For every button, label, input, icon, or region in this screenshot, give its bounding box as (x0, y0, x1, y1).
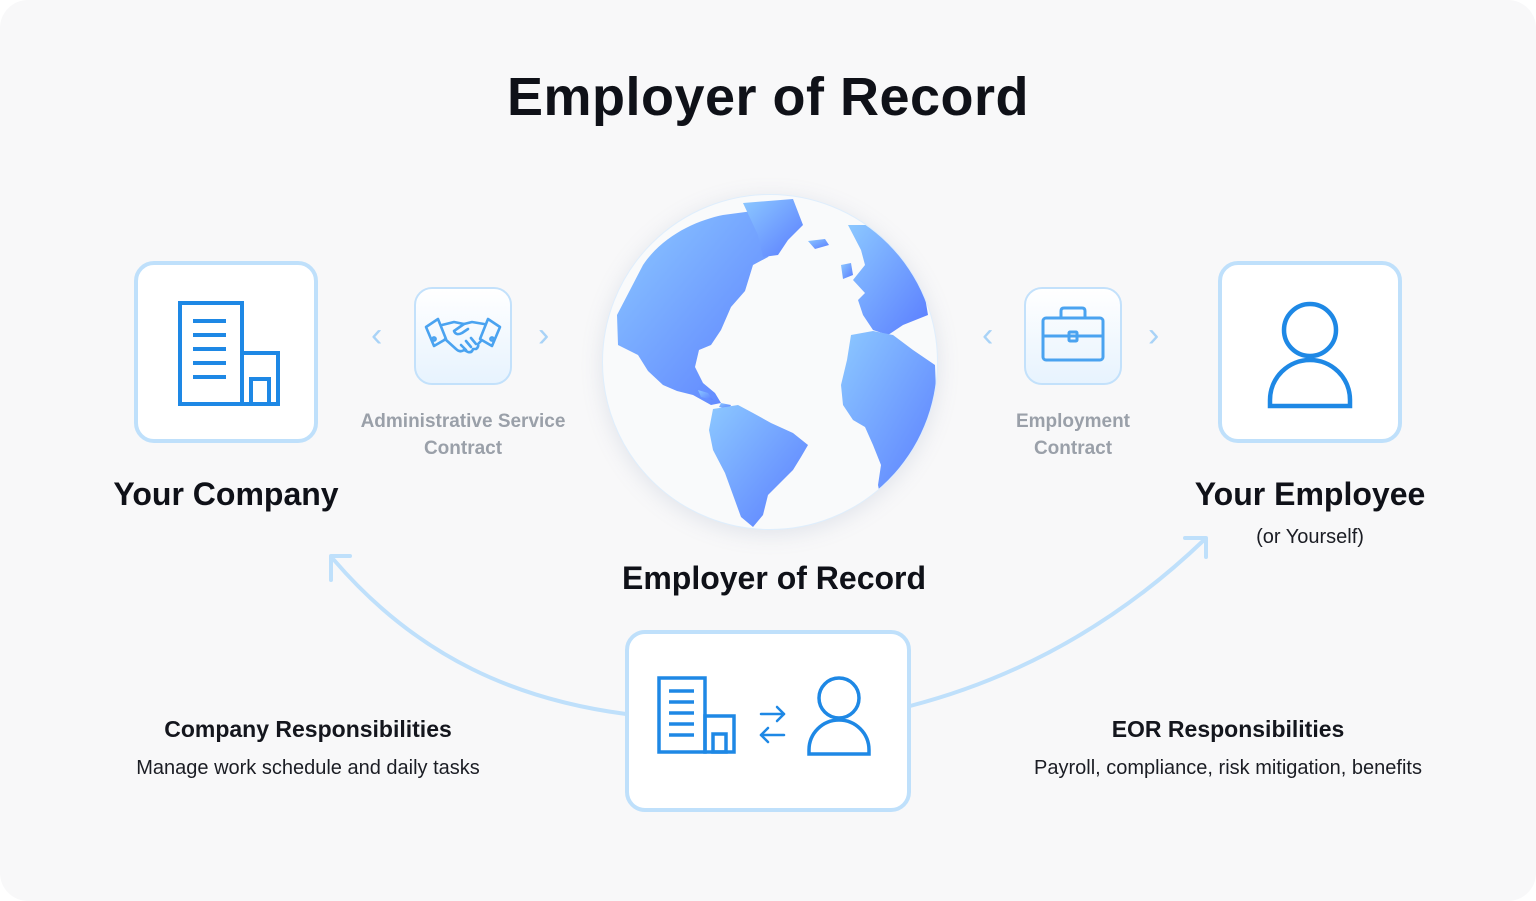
handshake-tile (414, 287, 512, 385)
chevron-left-icon: ‹ (371, 316, 383, 354)
swap-arrows-icon (759, 705, 786, 744)
employee-sublabel: (or Yourself) (1256, 526, 1364, 548)
chevron-left-icon: ‹ (982, 316, 994, 354)
briefcase-tile (1024, 287, 1122, 385)
briefcase-icon (1041, 306, 1105, 362)
chevron-right-icon: › (1148, 316, 1160, 354)
arrow-to-company (329, 554, 628, 716)
chevron-right-icon: › (538, 316, 550, 354)
employment-contract-line1: Employment (1015, 411, 1131, 432)
eor-center-label: Employer of Record (621, 560, 927, 596)
page-title: Employer of Record (506, 67, 1030, 127)
company-employee-exchange (657, 676, 871, 756)
employment-contract-line2: Contract (1033, 438, 1113, 459)
employee-label: Your Employee (1194, 476, 1426, 512)
eor-responsibilities-text: Payroll, compliance, risk mitigation, be… (1034, 757, 1422, 779)
arrow-to-employee (908, 536, 1208, 708)
employment-contract-label: Employment Contract (966, 408, 1180, 462)
employee-card (1218, 261, 1402, 443)
company-responsibilities-text: Manage work schedule and daily tasks (136, 757, 480, 779)
building-icon (178, 301, 280, 406)
company-card (134, 261, 318, 443)
company-label: Your Company (113, 476, 339, 512)
globe-icon (602, 194, 938, 530)
admin-contract-label: Administrative Service Contract (336, 408, 590, 462)
person-icon (1267, 301, 1353, 409)
company-responsibilities-title: Company Responsibilities (164, 716, 452, 742)
small-building-icon (657, 676, 736, 754)
handshake-icon (424, 317, 502, 354)
relationship-card (625, 630, 911, 812)
admin-contract-line2: Contract (423, 438, 503, 459)
admin-contract-line1: Administrative Service (360, 411, 566, 432)
eor-responsibilities-title: EOR Responsibilities (1111, 716, 1345, 742)
small-person-icon (807, 676, 871, 756)
world-map (617, 199, 937, 527)
